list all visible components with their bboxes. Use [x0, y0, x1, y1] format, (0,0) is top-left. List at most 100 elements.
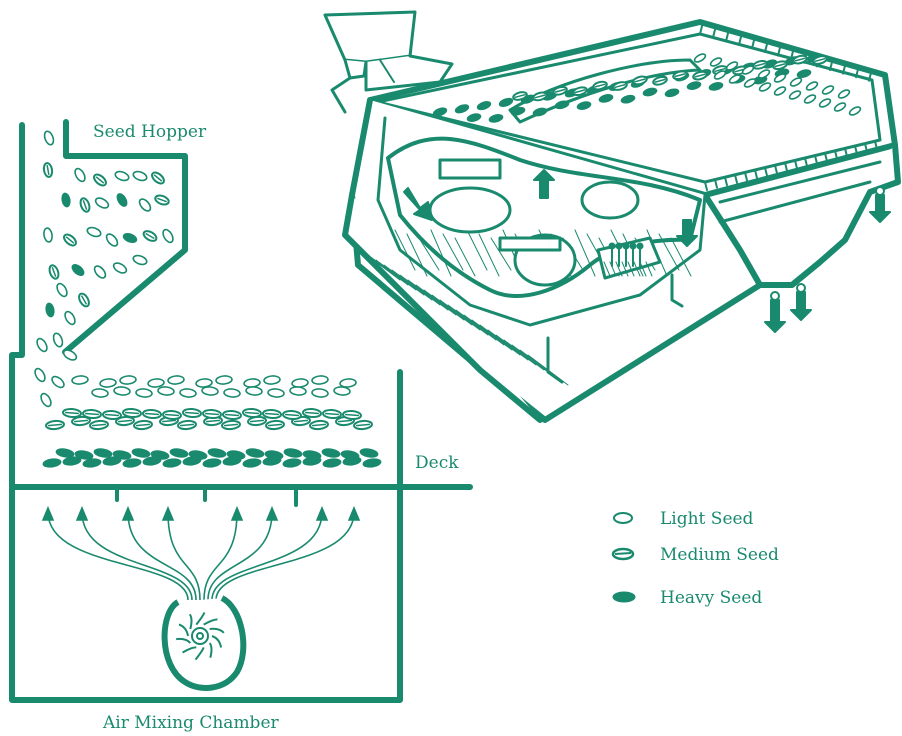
medium-seed	[77, 292, 91, 308]
heavy-seed	[340, 449, 359, 460]
light-seed	[86, 226, 102, 238]
medium-seed	[323, 409, 342, 418]
light-seed	[63, 310, 77, 326]
medium-seed	[354, 420, 373, 430]
air-mixing-chamber-label: Air Mixing Chamber	[102, 713, 280, 733]
light-seed-icon	[614, 513, 632, 523]
medium-seed	[150, 170, 166, 185]
pin-head	[624, 244, 629, 249]
arrow-head	[77, 508, 87, 520]
air-flow-arrow	[128, 512, 196, 600]
arrow-head	[267, 508, 277, 520]
medium-seed	[62, 232, 78, 247]
medium-seed	[243, 408, 262, 417]
legend-label: Light Seed	[660, 509, 754, 529]
air-flow-arrow	[204, 512, 237, 600]
heavy-seed	[61, 192, 71, 207]
air-flow-arrow	[168, 512, 200, 600]
legend-item-light: Light Seed	[614, 509, 754, 529]
heavy-seed	[207, 447, 226, 458]
medium-seed	[154, 194, 170, 206]
medium-seed	[123, 408, 142, 417]
legend: Light Seed Medium Seed Heavy Seed	[613, 509, 779, 608]
light-seed	[137, 197, 152, 213]
air-flow-arrow	[48, 512, 188, 600]
arrow-head	[317, 508, 327, 520]
medium-seed	[142, 229, 158, 243]
light-seed	[312, 375, 329, 384]
legend-item-medium: Medium Seed	[613, 545, 779, 565]
light-seed	[94, 196, 110, 210]
light-seed	[292, 378, 309, 387]
gravity-table-machine-illustration	[325, 12, 898, 420]
pin-head	[631, 244, 636, 249]
arrow-head	[123, 508, 133, 520]
medium-seed	[266, 420, 285, 430]
legend-label: Heavy Seed	[660, 588, 762, 608]
heavy-seed	[131, 447, 150, 458]
light-seed	[112, 261, 128, 275]
seed-hopper-label: Seed Hopper	[93, 122, 207, 142]
heavy-seed	[115, 192, 129, 208]
heavy-seed	[283, 458, 302, 468]
medium-seed	[134, 420, 153, 430]
light-seed	[73, 167, 87, 183]
light-seed	[334, 386, 351, 395]
light-seed	[158, 386, 175, 395]
light-seed	[132, 170, 148, 182]
heavy-seed	[70, 262, 86, 277]
light-seed	[92, 264, 107, 280]
medium-seed	[79, 197, 91, 213]
medium-seed	[92, 172, 108, 187]
light-seed	[33, 367, 47, 383]
heavy-seed	[45, 302, 55, 317]
discharge-arrows	[765, 187, 890, 332]
light-seed	[148, 378, 165, 387]
light-seed	[246, 386, 263, 395]
medium-seed	[303, 408, 322, 417]
heavy-seed	[363, 458, 382, 468]
legend-label: Medium Seed	[660, 545, 779, 565]
light-seed	[104, 232, 119, 248]
medium-seed	[203, 409, 222, 418]
heavy-seed-icon	[613, 592, 635, 602]
pin-head	[617, 244, 622, 249]
light-seed	[92, 388, 109, 397]
light-seed	[114, 386, 131, 395]
medium-seed	[343, 410, 362, 419]
medium-seed	[163, 410, 182, 419]
medium-seed	[178, 420, 197, 430]
heavy-seed	[169, 447, 188, 458]
light-seed	[114, 170, 130, 182]
heavy-seed	[203, 458, 222, 468]
heavy-seed	[245, 447, 264, 458]
hopper-seeds	[33, 130, 175, 408]
light-seed	[62, 348, 78, 362]
arrow-head	[349, 508, 359, 520]
arrow-head	[163, 508, 173, 520]
light-seed	[55, 282, 69, 298]
light-seed	[43, 130, 55, 146]
heavy-seed	[283, 447, 302, 458]
air-flow-arrows	[43, 508, 359, 600]
deck-seed-layers	[43, 375, 382, 468]
heavy-seed	[122, 232, 138, 244]
legend-item-heavy: Heavy Seed	[613, 588, 762, 608]
medium-seed	[223, 410, 242, 419]
heavy-seed	[359, 447, 378, 458]
light-seed	[290, 386, 307, 395]
light-seed	[100, 378, 117, 387]
light-seed	[216, 375, 233, 384]
pin-head	[610, 244, 615, 249]
medium-seed	[222, 420, 241, 430]
light-seed	[43, 227, 53, 242]
feed-hopper	[325, 12, 415, 62]
medium-seed	[48, 264, 60, 280]
light-seed	[161, 228, 175, 244]
medium-seed	[263, 409, 282, 418]
arrow-head	[232, 508, 242, 520]
light-seed	[52, 332, 64, 348]
deck-label: Deck	[415, 453, 459, 473]
medium-seed	[63, 408, 82, 417]
